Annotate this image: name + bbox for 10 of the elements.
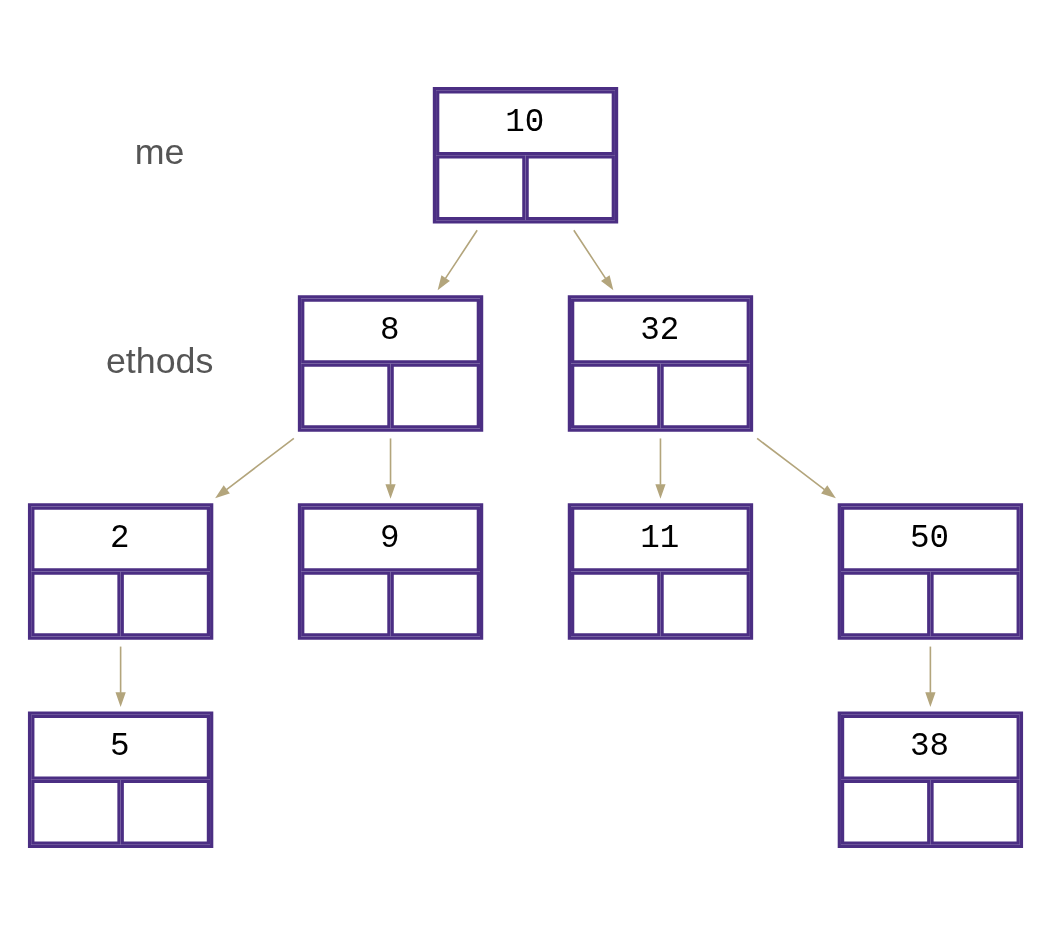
arrow bbox=[115, 645, 126, 707]
arrow bbox=[925, 645, 936, 707]
arrow bbox=[215, 437, 295, 499]
label: me bbox=[134, 132, 185, 173]
arrow bbox=[573, 229, 614, 291]
arrow bbox=[756, 437, 836, 499]
arrow bbox=[437, 229, 478, 291]
arrow bbox=[655, 437, 666, 499]
arrow bbox=[385, 437, 396, 499]
label: ethods bbox=[105, 340, 214, 381]
